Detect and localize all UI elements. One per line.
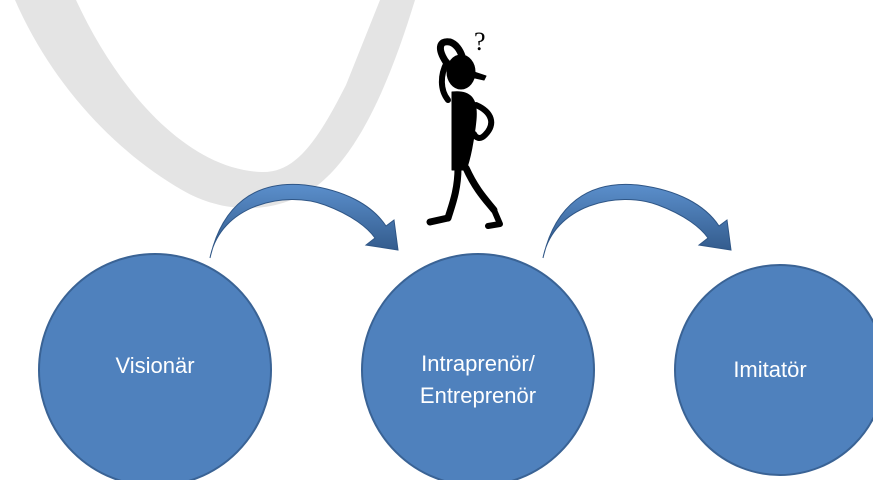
- node-circle-imitator: [674, 264, 873, 476]
- node-label-line: Intraprenör/: [421, 351, 535, 376]
- node-label-line: Entreprenör: [419, 383, 537, 408]
- node-circle-intraprenor: [361, 253, 595, 480]
- node-label-imitator: Imitatör: [690, 354, 850, 386]
- node-label-visionar: Visionär: [55, 350, 255, 382]
- node-circle-visionar: [38, 253, 272, 480]
- curved-arrow-icon: [209, 183, 399, 259]
- question-mark-text: ?: [474, 27, 486, 56]
- node-label-line: Visionär: [115, 353, 195, 378]
- watermark-shape: [15, 0, 415, 209]
- thinking-person-icon: [426, 38, 503, 229]
- node-label-intraprenor: Intraprenör/ Entreprenör: [378, 348, 578, 412]
- curved-arrow-icon: [542, 183, 732, 259]
- node-label-line: Imitatör: [733, 357, 807, 382]
